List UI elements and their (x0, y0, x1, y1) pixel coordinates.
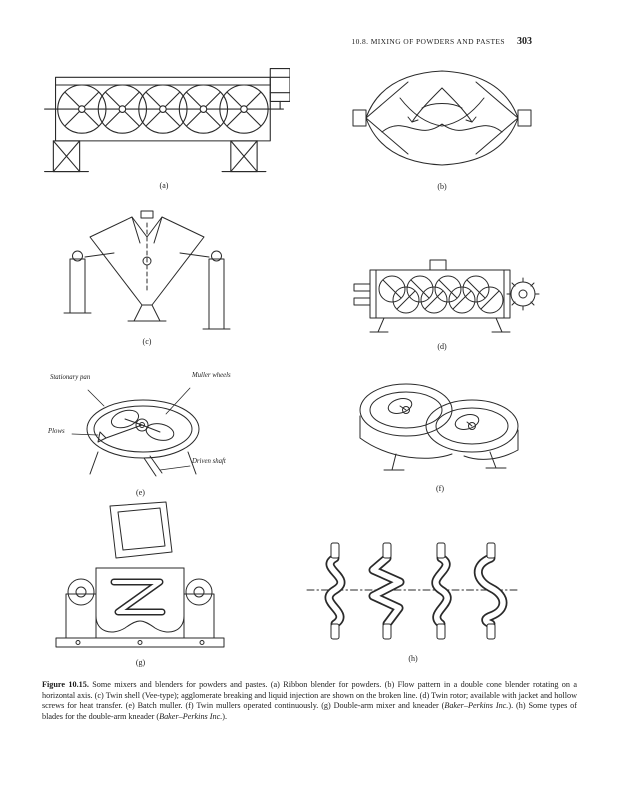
figure-h-label: (h) (408, 654, 418, 663)
caption-text-1: Some mixers and blenders for powders and… (42, 680, 577, 711)
double-cone-flow-drawing (352, 70, 532, 166)
twin-rotor-drawing (353, 259, 540, 333)
caption-text-2: ). (h) Some types of blades for the doub… (42, 701, 577, 721)
twin-shell-drawing (63, 210, 231, 330)
figure-d-twin-rotor: (d) (342, 248, 542, 351)
figure-caption: Figure 10.15. Some mixers and blenders f… (42, 680, 577, 723)
caption-italic-1: Baker–Perkins Inc. (444, 701, 509, 711)
running-head-title: 10.8. MIXING OF POWDERS AND PASTES (351, 37, 505, 46)
figure-a-ribbon-blender: (a) (38, 62, 290, 190)
figure-e-batch-muller: Stationary pan Muller wheels Plows Drive… (48, 372, 233, 497)
annotation-muller-wheels: Muller wheels (192, 372, 231, 379)
figure-h-blade-types: (h) (303, 538, 523, 663)
figure-d-label: (d) (437, 342, 447, 351)
figure-b-label: (b) (437, 182, 447, 191)
figure-a-label: (a) (159, 181, 169, 191)
figure-c-twin-shell-vee: (c) (62, 203, 232, 346)
twin-mullers-drawing (359, 383, 519, 471)
caption-text-3: ). (222, 711, 228, 721)
figure-f-label: (f) (436, 484, 444, 493)
page-header: 10.8. MIXING OF POWDERS AND PASTES 303 (351, 36, 532, 47)
batch-muller-drawing (71, 387, 200, 477)
leader-lines (71, 387, 191, 471)
caption-italic-2: Baker–Perkins Inc. (159, 711, 223, 721)
annotation-driven-shaft: Driven shaft (192, 458, 226, 465)
double-arm-mixer-drawing (55, 501, 225, 648)
page-number: 303 (517, 36, 532, 47)
figure-g-label: (g) (135, 658, 146, 667)
caption-figure-number: Figure 10.15. (42, 680, 89, 689)
figure-g-double-arm-mixer: (g) (48, 500, 233, 667)
figure-c-label: (c) (142, 337, 152, 346)
figure-b-double-cone-blender: (b) (352, 58, 532, 191)
blade-types-drawing (306, 542, 520, 640)
ribbon-blender-drawing (44, 68, 290, 173)
annotation-stationary-pan: Stationary pan (50, 374, 91, 381)
annotation-plows: Plows (48, 428, 65, 435)
figure-f-twin-mullers: (f) (340, 366, 540, 493)
figure-e-label: (e) (136, 488, 145, 497)
